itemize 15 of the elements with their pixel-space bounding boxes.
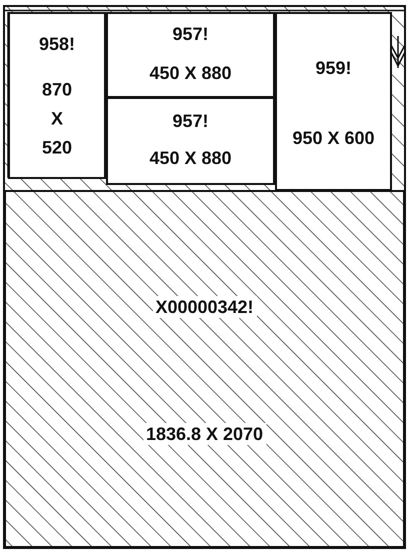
- dimension-label: 450 X 880: [149, 62, 232, 85]
- dimension-label: 450 X 880: [149, 147, 232, 170]
- dimension-label: 1836.8 X 2070: [142, 423, 266, 445]
- part-id: 957!: [172, 110, 209, 133]
- dimension-label: 950 X 600: [292, 127, 375, 150]
- cut-piece: [275, 12, 392, 191]
- dimension-label: 870 X 520: [40, 78, 74, 160]
- part-id: 959!: [315, 57, 352, 80]
- part-id: 958!: [38, 33, 76, 56]
- cut-piece: [106, 97, 275, 185]
- cut-piece: [106, 12, 275, 98]
- part-id: 957!: [172, 23, 209, 46]
- part-id: X00000342!: [152, 296, 257, 318]
- offcut-panel: [4, 190, 405, 548]
- cut-piece: [8, 12, 106, 179]
